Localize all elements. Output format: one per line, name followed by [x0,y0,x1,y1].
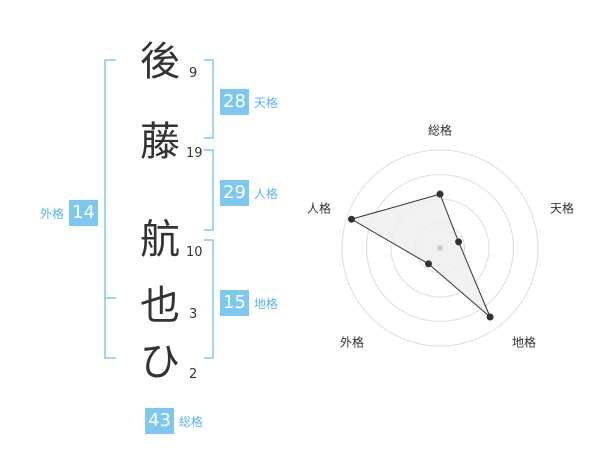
radar-label-tenkaku: 天格 [549,201,575,216]
chikaku-badge: 15 地格 [220,290,278,316]
soukaku-value: 43 [145,408,174,434]
radar-point-5 [348,215,355,223]
radar-point-3 [486,313,494,321]
chikaku-bracket [204,239,214,359]
stroke-count-2: 19 [186,146,203,161]
chikaku-label: 地格 [253,296,278,311]
gaikaku-bracket [104,59,116,359]
radar-polygon [350,193,491,318]
radar-ring-3 [366,174,514,322]
radar-label-soukaku: 総格 [427,123,453,138]
name-char-3: 航 [140,217,180,263]
name-char-1: 後 [140,39,180,85]
jinkaku-bracket [204,149,214,231]
stroke-count-5: 2 [189,367,198,382]
name-char-2: 藤 [140,119,180,165]
jinkaku-label: 人格 [253,186,278,201]
radar-center-dot [437,245,443,251]
radar-point-1 [436,190,444,198]
tenkaku-value: 28 [220,89,249,115]
name-char-4: 也 [140,283,180,329]
soukaku-badge: 43 総格 [145,408,203,434]
radar-label-chikaku: 地格 [511,335,537,350]
stroke-count-4: 3 [189,307,198,322]
gaikaku-value: 14 [69,200,98,226]
gaikaku-label: 外格 [40,206,65,221]
radar-point-4 [425,260,432,268]
gaikaku-badge: 14 外格 [40,200,98,226]
chikaku-value: 15 [220,290,249,316]
tenkaku-badge: 28 天格 [220,89,278,115]
tenkaku-bracket [204,59,214,139]
name-char-5: ひ [140,339,180,385]
soukaku-label: 総格 [178,414,203,429]
stroke-count-3: 10 [186,245,203,260]
radar-point-2 [455,238,463,246]
jinkaku-value: 29 [220,180,249,206]
stroke-count-1: 9 [189,66,198,81]
radar-label-jinkaku: 人格 [306,201,332,216]
radar-ring-4 [341,149,539,347]
radar-label-gaikaku: 外格 [339,335,365,350]
jinkaku-badge: 29 人格 [220,180,278,206]
tenkaku-label: 天格 [253,95,278,110]
